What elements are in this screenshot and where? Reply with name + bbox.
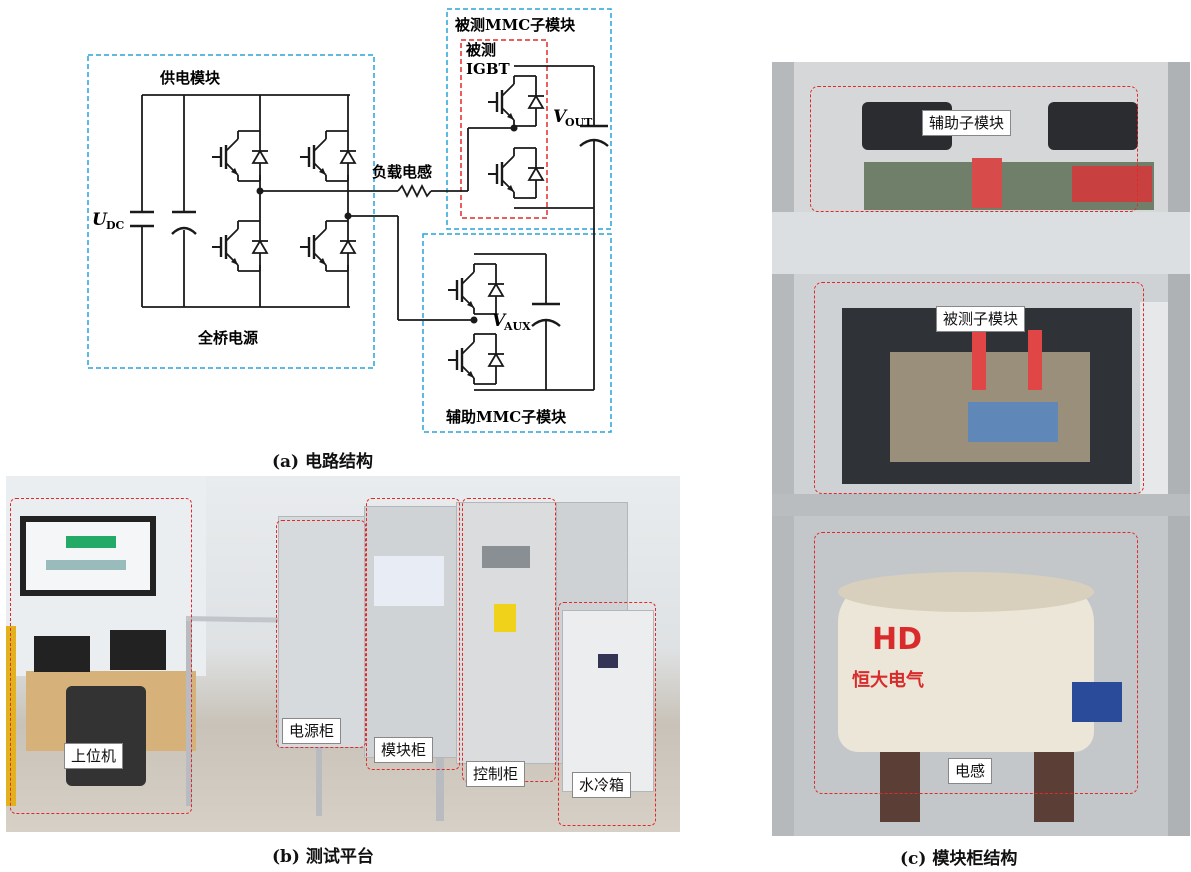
caption-a: (a) 电路结构: [272, 452, 374, 472]
vaux-subscript: AUX: [503, 320, 531, 333]
label-aux-submodule: 辅助子模块: [922, 110, 1012, 136]
label-module-cabinet: 模块柜: [374, 737, 434, 763]
label-control-cabinet: 控制柜: [466, 761, 526, 787]
label-power-cabinet: 电源柜: [282, 718, 342, 744]
label-pc: 上位机: [64, 743, 124, 769]
vaux-label: V: [492, 311, 507, 331]
dut-igbt-label-2: IGBT: [466, 60, 511, 78]
control-cabinet: [456, 502, 558, 764]
vout-label: V: [553, 107, 568, 127]
caption-c: (c) 模块柜结构: [900, 849, 1018, 869]
dut-igbt-label-1: 被测: [466, 41, 496, 59]
udc-subscript: DC: [106, 219, 125, 232]
fan-right: [1048, 102, 1138, 150]
water-tank: [562, 610, 654, 792]
label-inductor: 电感: [948, 758, 993, 784]
supply-module-label: 供电模块: [159, 69, 221, 87]
aux-submodule-label: 辅助MMC子模块: [446, 408, 567, 426]
circuit-diagram: 供电模块 全桥电源 负载电感 被测MMC子模块 被测 IGBT 辅助MMC子模块…: [87, 8, 612, 433]
inductor-brand: 恒大电气: [852, 670, 924, 691]
fullbridge-label: 全桥电源: [197, 329, 258, 347]
label-dut-submodule: 被测子模块: [936, 306, 1026, 332]
dut-submodule-label: 被测MMC子模块: [455, 16, 576, 34]
load-inductor-label: 负载电感: [372, 163, 432, 181]
module-cabinet-photo: HD 恒大电气 辅助子模块 被测子模块 电感: [772, 62, 1190, 836]
udc-label: U: [92, 210, 108, 230]
power-cabinet: [278, 516, 366, 748]
inductor-logo: HD: [872, 622, 923, 657]
chair: [66, 686, 146, 786]
caption-b: (b) 测试平台: [272, 847, 374, 867]
label-water-tank: 水冷箱: [572, 772, 632, 798]
vout-subscript: OUT: [565, 116, 593, 129]
test-platform-photo: 上位机 电源柜 模块柜 控制柜 水冷箱: [6, 476, 680, 832]
